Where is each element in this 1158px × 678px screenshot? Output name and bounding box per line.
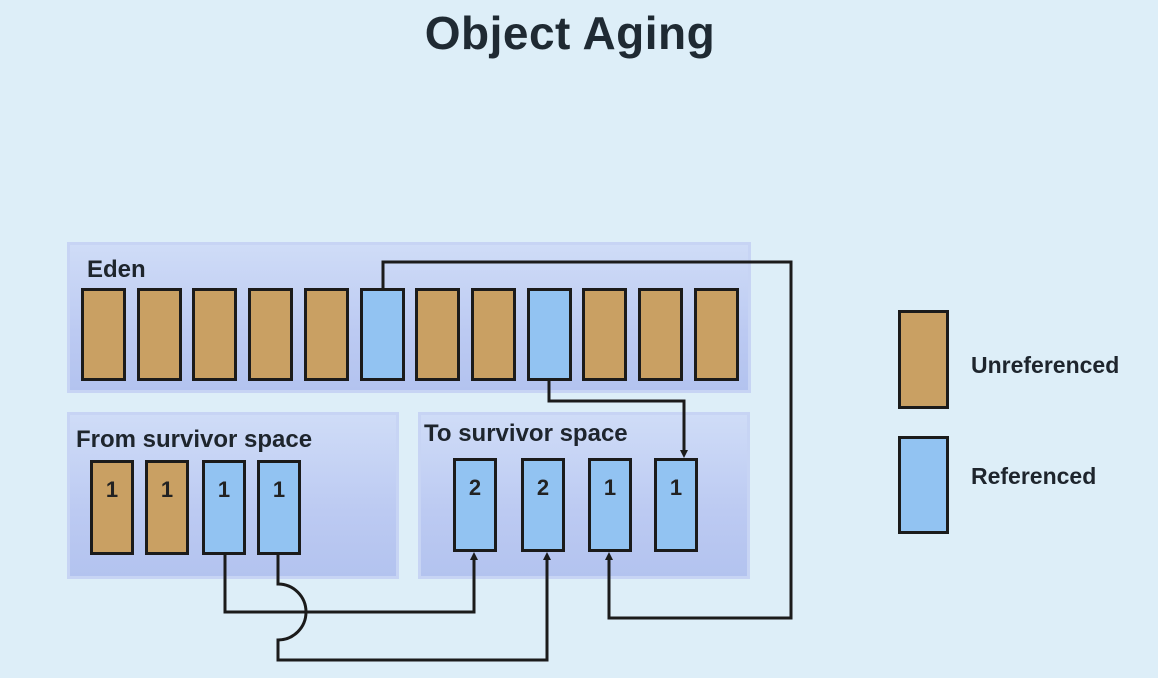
object-age-label: 1	[160, 477, 174, 502]
to-survivor-object: 2	[453, 458, 497, 552]
legend-unreferenced-swatch	[898, 310, 949, 409]
from-survivor-object: 1	[145, 460, 189, 555]
eden-object-unreferenced	[136, 288, 182, 381]
to-survivor-object: 2	[521, 458, 565, 552]
eden-object-unreferenced	[81, 288, 126, 381]
eden-object-unreferenced	[470, 288, 516, 381]
page-title: Object Aging	[424, 7, 716, 59]
object-age-label: 1	[603, 475, 617, 500]
from-survivor-object: 1	[90, 460, 134, 555]
eden-object-referenced	[359, 288, 405, 381]
object-age-label: 2	[468, 475, 482, 500]
eden-object-unreferenced	[693, 288, 739, 381]
from-survivor-object: 1	[257, 460, 301, 555]
eden-object-unreferenced	[415, 288, 461, 381]
eden-object-unreferenced	[582, 288, 628, 381]
from-survivor-object: 1	[202, 460, 246, 555]
eden-label: Eden	[87, 256, 146, 283]
eden-object-unreferenced	[248, 288, 294, 381]
legend-referenced-swatch	[898, 436, 949, 534]
to-survivor-object: 1	[588, 458, 632, 552]
to-survivor-object: 1	[654, 458, 698, 552]
object-age-label: 1	[217, 477, 231, 502]
eden-object-unreferenced	[192, 288, 238, 381]
eden-object-unreferenced	[638, 288, 683, 381]
from-survivor-label: From survivor space	[76, 426, 313, 453]
eden-object-referenced	[526, 288, 572, 381]
legend-referenced-label: Referenced	[971, 463, 1097, 489]
eden-object-unreferenced	[303, 288, 349, 381]
object-age-label: 1	[272, 477, 286, 502]
legend-unreferenced-label: Unreferenced	[971, 352, 1120, 378]
object-age-label: 1	[105, 477, 119, 502]
to-survivor-label: To survivor space	[424, 420, 628, 447]
object-age-label: 2	[536, 475, 550, 500]
object-age-label: 1	[669, 475, 683, 500]
